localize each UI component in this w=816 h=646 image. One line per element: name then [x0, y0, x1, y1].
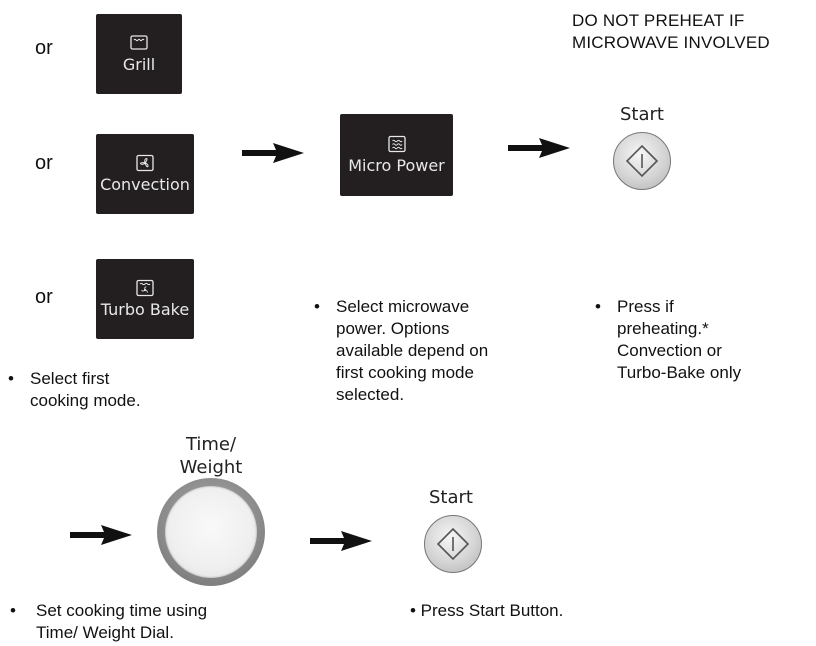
- turbo-bake-icon: [136, 279, 154, 297]
- dial-face: [165, 486, 257, 578]
- time-weight-label: Time/ Weight: [166, 433, 256, 479]
- time-weight-label-line: Weight: [179, 457, 243, 478]
- start-button-top[interactable]: [613, 132, 671, 190]
- note-line: Turbo-Bake only: [617, 363, 742, 382]
- bullet: •: [314, 297, 320, 316]
- convection-button-label: Convection: [100, 175, 190, 194]
- note-line: selected.: [336, 385, 405, 404]
- grill-icon: [130, 35, 148, 50]
- note-line: Convection or: [617, 341, 722, 360]
- turbo-bake-button[interactable]: Turbo Bake: [96, 259, 194, 339]
- convection-fan-icon: [136, 154, 154, 172]
- bullet: •: [8, 369, 14, 388]
- bullet: •: [595, 297, 601, 316]
- note-select-power: • Select microwave power. Options availa…: [314, 296, 489, 406]
- start-label-bottom: Start: [429, 487, 473, 508]
- convection-button[interactable]: Convection: [96, 134, 194, 214]
- arrow-right-icon: [508, 138, 570, 158]
- note-line: available depend on: [336, 341, 489, 360]
- grill-button[interactable]: Grill: [96, 14, 182, 94]
- micro-power-button[interactable]: Micro Power: [340, 114, 453, 196]
- micro-power-button-label: Micro Power: [348, 156, 445, 175]
- or-label-turbo-bake: or: [35, 286, 53, 308]
- note-line: Select microwave: [336, 297, 470, 316]
- start-diamond-icon: [625, 144, 659, 178]
- note-set-time: • Set cooking time using Time/ Weight Di…: [10, 600, 208, 644]
- note-line: first cooking mode: [336, 363, 474, 382]
- bullet: •: [10, 601, 16, 620]
- note-line: Set cooking time using: [36, 601, 208, 620]
- arrow-right-icon: [70, 525, 132, 545]
- time-weight-dial[interactable]: [157, 478, 265, 586]
- turbo-bake-button-label: Turbo Bake: [100, 300, 190, 319]
- start-label-top: Start: [620, 104, 664, 125]
- warning-line-1: DO NOT PREHEAT IF: [572, 11, 745, 30]
- preheat-warning: DO NOT PREHEAT IF MICROWAVE INVOLVED: [572, 10, 770, 54]
- note-line: Select first: [30, 369, 110, 388]
- warning-line-2: MICROWAVE INVOLVED: [572, 33, 770, 52]
- arrow-right-icon: [242, 143, 304, 163]
- note-line: Time/ Weight Dial.: [36, 623, 174, 642]
- note-line: power. Options: [336, 319, 450, 338]
- grill-button-label: Grill: [122, 55, 156, 74]
- note-preheat: • Press if preheating.* Convection or Tu…: [595, 296, 742, 384]
- start-diamond-icon: [436, 527, 470, 561]
- note-line: Press if: [617, 297, 674, 316]
- time-weight-label-line: Time/: [185, 434, 237, 455]
- start-button-bottom[interactable]: [424, 515, 482, 573]
- arrow-right-icon: [310, 531, 372, 551]
- note-press-start: • Press Start Button.: [410, 601, 564, 620]
- note-select-mode: • Select first cooking mode.: [8, 368, 141, 412]
- or-label-grill: or: [35, 37, 53, 59]
- note-line: preheating.*: [617, 319, 709, 338]
- microwave-waves-icon: [387, 135, 406, 153]
- or-label-convection: or: [35, 152, 53, 174]
- note-line: cooking mode.: [30, 391, 141, 410]
